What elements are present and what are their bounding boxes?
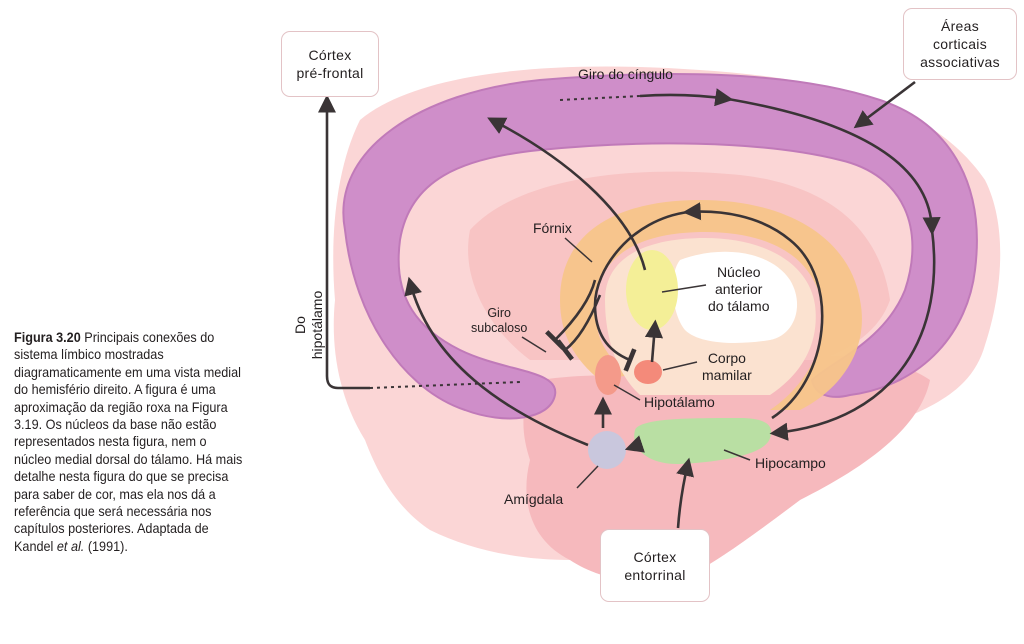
hypothalamus <box>595 355 621 395</box>
entorhinal-cortex-box: Córtex entorrinal <box>600 529 710 602</box>
amigdala-leader <box>576 465 599 489</box>
fornix-to-subcallosal <box>545 279 597 350</box>
subcaloso-leader <box>521 336 547 353</box>
caption-italic: et al. <box>56 538 85 554</box>
nucleo-line-1: Núcleo <box>716 264 761 280</box>
amygdala-to-subcallosal-arrow <box>404 276 589 447</box>
entorhinal-to-hippocampus-arrow <box>676 457 694 529</box>
hippocampus <box>634 418 772 465</box>
prefrontal-cortex-box: Córtex pré-frontal <box>281 31 379 97</box>
label-giro-subcaloso: Giro subcaloso <box>471 306 527 336</box>
cingulate-gyrus <box>342 73 978 420</box>
nucleo-line-2: anterior <box>715 281 763 297</box>
figure-caption: Figura 3.20 Principais conexões do siste… <box>14 329 243 555</box>
label-hipocampo: Hipocampo <box>755 455 826 471</box>
mammillary-to-thalamus-arrow <box>644 319 664 363</box>
cingulate-loop-arrow <box>727 97 941 236</box>
nucleo-line-3: do tálamo <box>708 298 770 314</box>
fornix-leader <box>564 237 593 263</box>
cingulate-arrow <box>639 88 734 107</box>
hypothalamus-to-prefrontal-arrow <box>317 94 370 390</box>
associative-to-cingulate-arrow <box>853 80 916 129</box>
associative-line-1: Áreas <box>940 18 980 34</box>
fornix-curve <box>593 210 689 372</box>
caption-text: Principais conexões do sistema límbico m… <box>14 330 243 554</box>
label-fornix: Fórnix <box>533 220 572 236</box>
mamilar-line-1: Corpo <box>707 350 746 366</box>
mamilar-line-2: mamilar <box>702 367 752 383</box>
thalamus-to-cingulate-arrow <box>487 117 647 271</box>
do-hipotalamo-line-1: Do <box>292 316 308 334</box>
label-nucleo-anterior: Núcleo anterior do tálamo <box>708 264 769 315</box>
label-do-hipotalamo: Do hipotálamo <box>292 270 326 380</box>
subcaloso-line-1: Giro <box>487 306 511 320</box>
prefrontal-line-1: Córtex <box>308 47 352 63</box>
label-corpo-mamilar: Corpo mamilar <box>702 350 752 384</box>
nucleus-leader <box>661 284 707 293</box>
fornix-loop-arrow <box>682 202 824 420</box>
cingulate-to-hippocampus-arrow <box>769 229 936 441</box>
hipotalamo-leader <box>613 384 641 401</box>
subcaloso-line-2: subcaloso <box>471 321 528 335</box>
label-amigdala: Amígdala <box>504 491 564 507</box>
entorhinal-line-2: entorrinal <box>624 566 686 583</box>
mammillary-body <box>634 360 662 384</box>
associative-cortex-box: Áreas corticais associativas <box>903 8 1017 80</box>
hipocampo-leader <box>723 449 751 461</box>
label-hipotalamo: Hipotálamo <box>644 394 715 410</box>
hippocampus-to-amygdala-arrow <box>624 435 645 453</box>
associative-line-2: corticais <box>932 36 988 52</box>
label-giro-cingulo: Giro do cíngulo <box>578 66 673 82</box>
caption-end: (1991). <box>87 538 128 554</box>
corpo-mamilar-leader <box>662 361 698 371</box>
prefrontal-line-2: pré-frontal <box>296 65 364 81</box>
entorhinal-line-1: Córtex <box>633 548 677 565</box>
anterior-nucleus-thalamus <box>626 250 678 330</box>
do-hipotalamo-line-2: hipotálamo <box>309 290 325 360</box>
thalamus-white-region <box>672 251 798 343</box>
figure-label: Figura 3.20 <box>14 330 81 345</box>
amygdala <box>588 431 626 469</box>
fornix-to-septal <box>556 294 602 361</box>
associative-line-3: associativas <box>920 54 1000 70</box>
brain-lower-region <box>523 356 930 583</box>
